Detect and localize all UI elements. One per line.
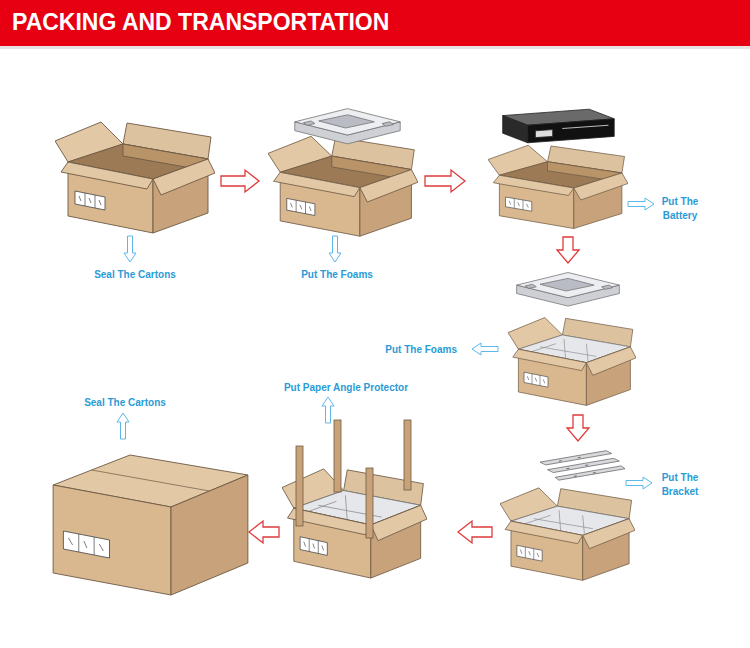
flow-arrow: [425, 170, 465, 192]
angle-protector: [334, 420, 341, 492]
angle-protectors: [296, 420, 411, 538]
open-carton: [55, 122, 215, 233]
pointer-arrow: [329, 236, 341, 262]
step-box: Put The Foams: [262, 105, 422, 238]
flow-arrow: [249, 521, 279, 543]
step-label: Seal The Cartons: [75, 268, 195, 282]
foam-insert: [295, 109, 400, 144]
step-label: Put The Battery: [654, 195, 706, 222]
flow-arrow: [557, 237, 579, 263]
step-box: Seal The Cartons: [45, 440, 246, 608]
open-carton: [268, 136, 418, 236]
pointer-arrow: [124, 236, 136, 262]
angle-protector: [296, 446, 303, 526]
banner-rule: [0, 46, 750, 49]
step-label: Put The Bracket: [654, 471, 706, 498]
flow-arrow: [567, 415, 589, 441]
step-box: Put The Battery: [468, 105, 630, 234]
title-banner: [0, 0, 750, 46]
angle-protector: [404, 420, 411, 490]
step-label: Put The Foams: [277, 268, 397, 282]
flow-arrow: [221, 170, 259, 192]
pointer-arrow: [628, 198, 654, 210]
step-label: Seal The Cartons: [65, 396, 185, 410]
step-box: Put The Foams: [505, 266, 635, 412]
step-box: Put The Bracket: [495, 444, 638, 582]
pointer-arrow: [472, 343, 498, 355]
angle-protector: [366, 468, 373, 538]
step-label: Put The Foams: [357, 343, 457, 357]
pointer-arrow: [626, 477, 652, 489]
pointer-arrow: [117, 413, 129, 439]
foam-insert: [517, 273, 620, 307]
step-label: Put Paper Angle Protector: [266, 381, 426, 395]
open-carton: [488, 145, 628, 228]
step-box: Put Paper Angle Protector: [282, 418, 455, 582]
pointer-arrow: [322, 397, 334, 423]
filled-carton: [500, 488, 635, 580]
sealed-carton: [53, 455, 248, 595]
flow-arrow: [458, 521, 492, 543]
filled-carton: [508, 318, 636, 406]
mounting-bracket: [540, 451, 625, 480]
step-box: Seal The Cartons: [58, 110, 218, 235]
page-title: PACKING AND TRANSPORTATION: [12, 9, 389, 36]
battery-pack: [503, 109, 615, 143]
